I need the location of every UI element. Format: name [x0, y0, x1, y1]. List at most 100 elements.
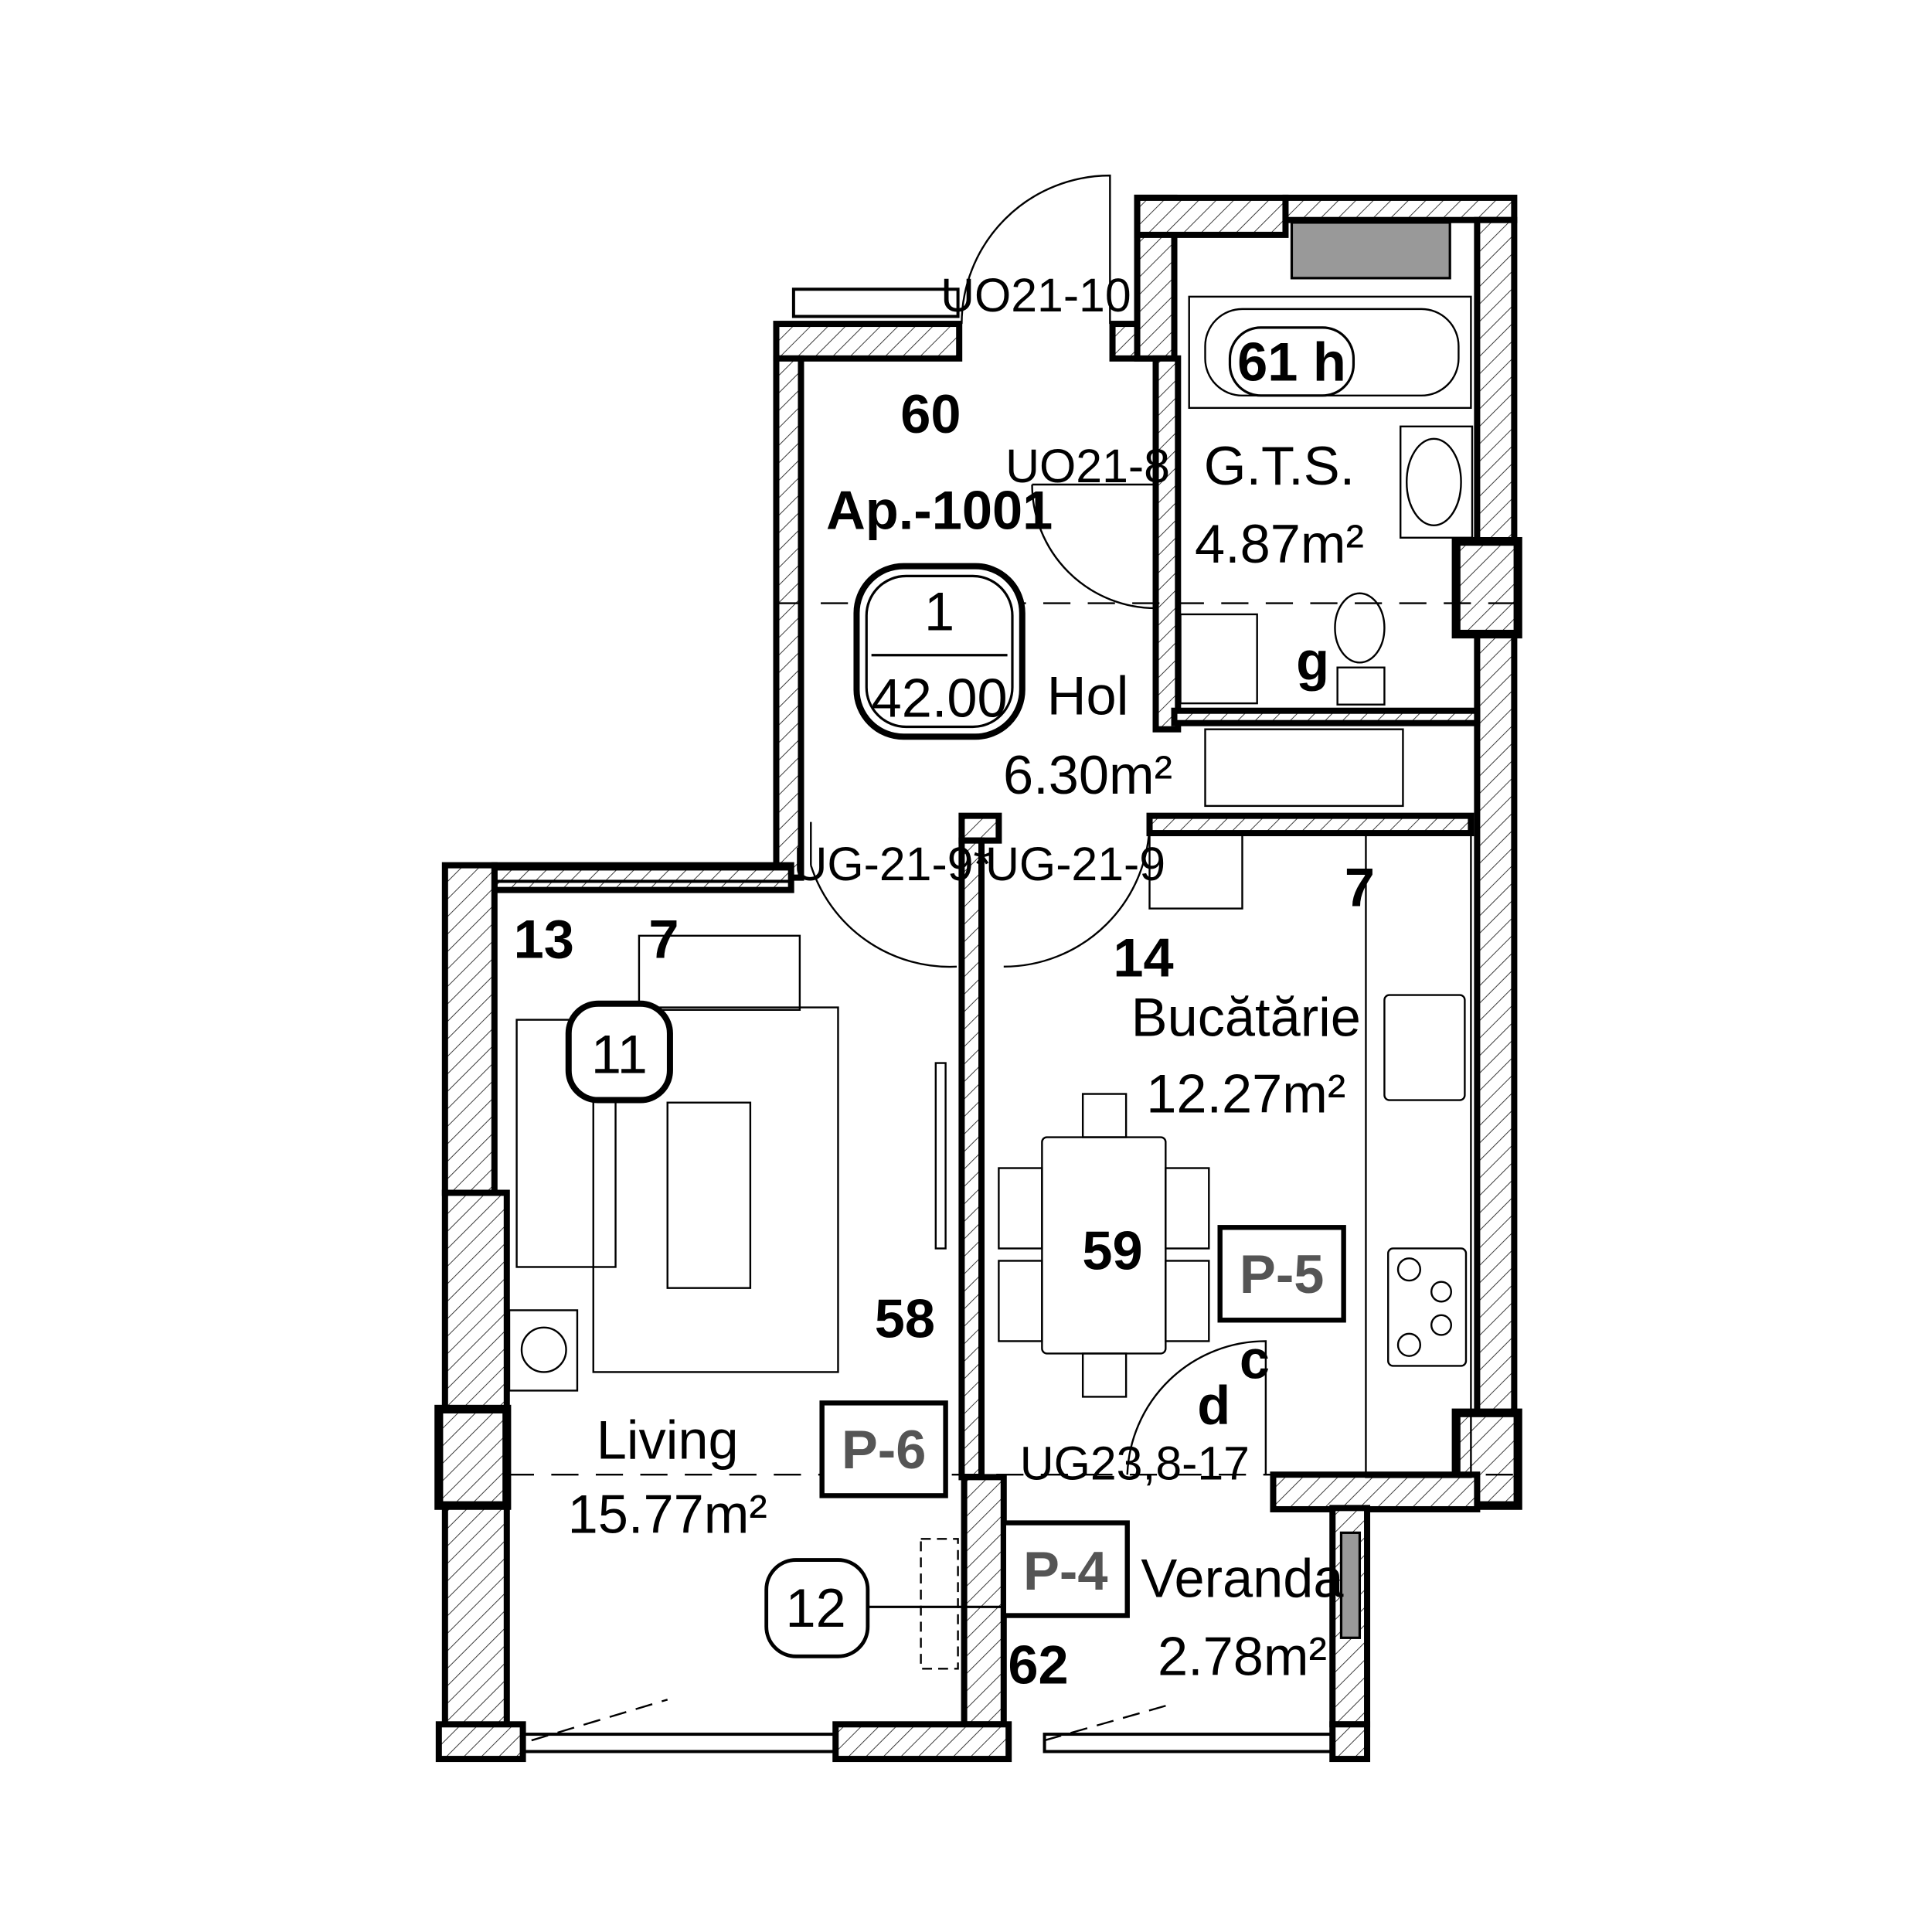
tv: [934, 1062, 947, 1250]
tag-11-box: [565, 1000, 673, 1104]
wall-top-left: [773, 321, 963, 362]
entry-door-swing: [961, 174, 1111, 325]
room-area-veranda: 2.78m²: [1158, 1625, 1327, 1686]
chair: [1165, 1167, 1210, 1250]
chair: [1081, 1352, 1128, 1398]
burner: [1396, 1332, 1422, 1357]
door-label-bath: UO21-8: [1005, 440, 1170, 492]
wall-living-kitchen: [958, 837, 985, 1481]
walls: [434, 194, 1522, 1763]
marker-60: 60: [900, 383, 961, 444]
apartment-badge-outer: [853, 563, 1026, 740]
radiator: [920, 1538, 959, 1670]
room-name-bucatarie: Bucătărie: [1131, 986, 1361, 1047]
room-area-gts: 4.87m²: [1195, 513, 1364, 574]
column-right-upper: [1451, 536, 1522, 639]
wall-kitchen-bottom: [1270, 1471, 1481, 1512]
kitchen-counter: [1365, 833, 1472, 1478]
apartment-badge-number: 1: [924, 581, 954, 642]
wall-gts-left: [1152, 355, 1182, 733]
tag-p4: P-4: [1023, 1540, 1108, 1601]
wall-shaft-bottom: [1171, 707, 1481, 726]
bath-door-swing: [1031, 483, 1156, 610]
column-left: [434, 1404, 512, 1510]
apartment-badge-inner: [865, 574, 1014, 729]
marker-61: 61 h: [1237, 332, 1346, 393]
wall-hol-left: [773, 355, 804, 881]
veranda-door-swing: [1126, 1340, 1267, 1475]
coffee-table: [666, 1101, 752, 1289]
tag-p6: P-6: [842, 1419, 927, 1480]
stove: [1387, 1247, 1468, 1367]
marker-g: g: [1296, 631, 1329, 692]
room-name-veranda: Veranda: [1141, 1548, 1344, 1609]
plant-pot: [520, 1326, 567, 1373]
tag-p5-box: [1217, 1225, 1346, 1323]
window-bottom-veranda: [1043, 1733, 1335, 1753]
room-name-living: Living: [597, 1409, 739, 1470]
chair: [998, 1167, 1043, 1250]
kitchen-door-swing: [1003, 821, 1151, 968]
armchair: [638, 934, 801, 1011]
tag-11: 11: [591, 1023, 648, 1084]
tag-p5: P-5: [1240, 1243, 1325, 1304]
veranda-radiator: [1339, 1531, 1362, 1639]
room-area-living: 15.77m²: [568, 1483, 767, 1544]
wall-bottom-left: [435, 1721, 526, 1763]
plant: [508, 1309, 579, 1392]
wall-shaft-top: [1282, 194, 1518, 223]
chair: [1165, 1260, 1210, 1342]
marker-14: 14: [1113, 927, 1173, 988]
sofa: [515, 1019, 617, 1268]
bathtub-inner: [1204, 308, 1460, 397]
burner: [1430, 1281, 1452, 1303]
fixtures: [508, 221, 1474, 1742]
wall-living-left-upper: [441, 862, 498, 1196]
window-top-left: [791, 287, 960, 318]
wall-bottom-right: [1329, 1721, 1371, 1763]
chair: [1081, 1093, 1128, 1138]
marker-58: 58: [875, 1288, 935, 1349]
tag-p6-box: [819, 1400, 948, 1498]
room-area-bucatarie: 12.27m²: [1146, 1063, 1345, 1124]
apartment-badge-area: 42.00: [872, 668, 1008, 729]
window-living-top: [492, 867, 793, 883]
rug: [592, 1006, 839, 1373]
tag-12: 12: [786, 1577, 846, 1638]
tag-p4-box: [1001, 1520, 1130, 1618]
door-label-living: UG-21-9*: [794, 838, 992, 890]
wall-kitchen-top: [1146, 812, 1475, 837]
shaft-unit-mid: [1204, 728, 1404, 808]
burner: [1396, 1257, 1422, 1282]
apartment-name: Ap.-1001: [826, 480, 1053, 541]
marker-d: d: [1197, 1375, 1230, 1436]
window-bottom-living: [521, 1733, 838, 1753]
doors: [506, 174, 1515, 1476]
tag-61-box: [1228, 326, 1355, 397]
shaft-unit-top: [1290, 221, 1451, 280]
veranda-dash: [531, 1699, 668, 1742]
door-label-veranda: UG23,8-17: [1020, 1437, 1250, 1490]
washbasin-bowl: [1406, 437, 1462, 526]
sink: [1383, 994, 1466, 1101]
washbasin: [1400, 425, 1474, 539]
wall-veranda-left: [961, 1474, 1007, 1728]
chair: [998, 1260, 1043, 1342]
marker-7-living: 7: [648, 909, 679, 970]
marker-13: 13: [514, 909, 574, 970]
veranda-dash: [1044, 1702, 1175, 1742]
room-name-gts: G.T.S.: [1204, 435, 1355, 496]
toilet-tank: [1336, 666, 1386, 706]
wall-gts-top: [1134, 194, 1289, 238]
wall-bottom-mid: [832, 1721, 1012, 1763]
door-label-entry: UO21-10: [940, 269, 1131, 321]
boiler: [1179, 613, 1258, 705]
room-name-hol: Hol: [1047, 665, 1129, 726]
marker-7-kitchen: 7: [1345, 856, 1375, 917]
living-door-swing: [810, 821, 957, 968]
fridge: [1148, 833, 1243, 910]
toilet-bowl: [1334, 592, 1386, 664]
marker-62: 62: [1008, 1634, 1068, 1696]
door-label-kitchen: UG-21-9: [985, 838, 1165, 890]
